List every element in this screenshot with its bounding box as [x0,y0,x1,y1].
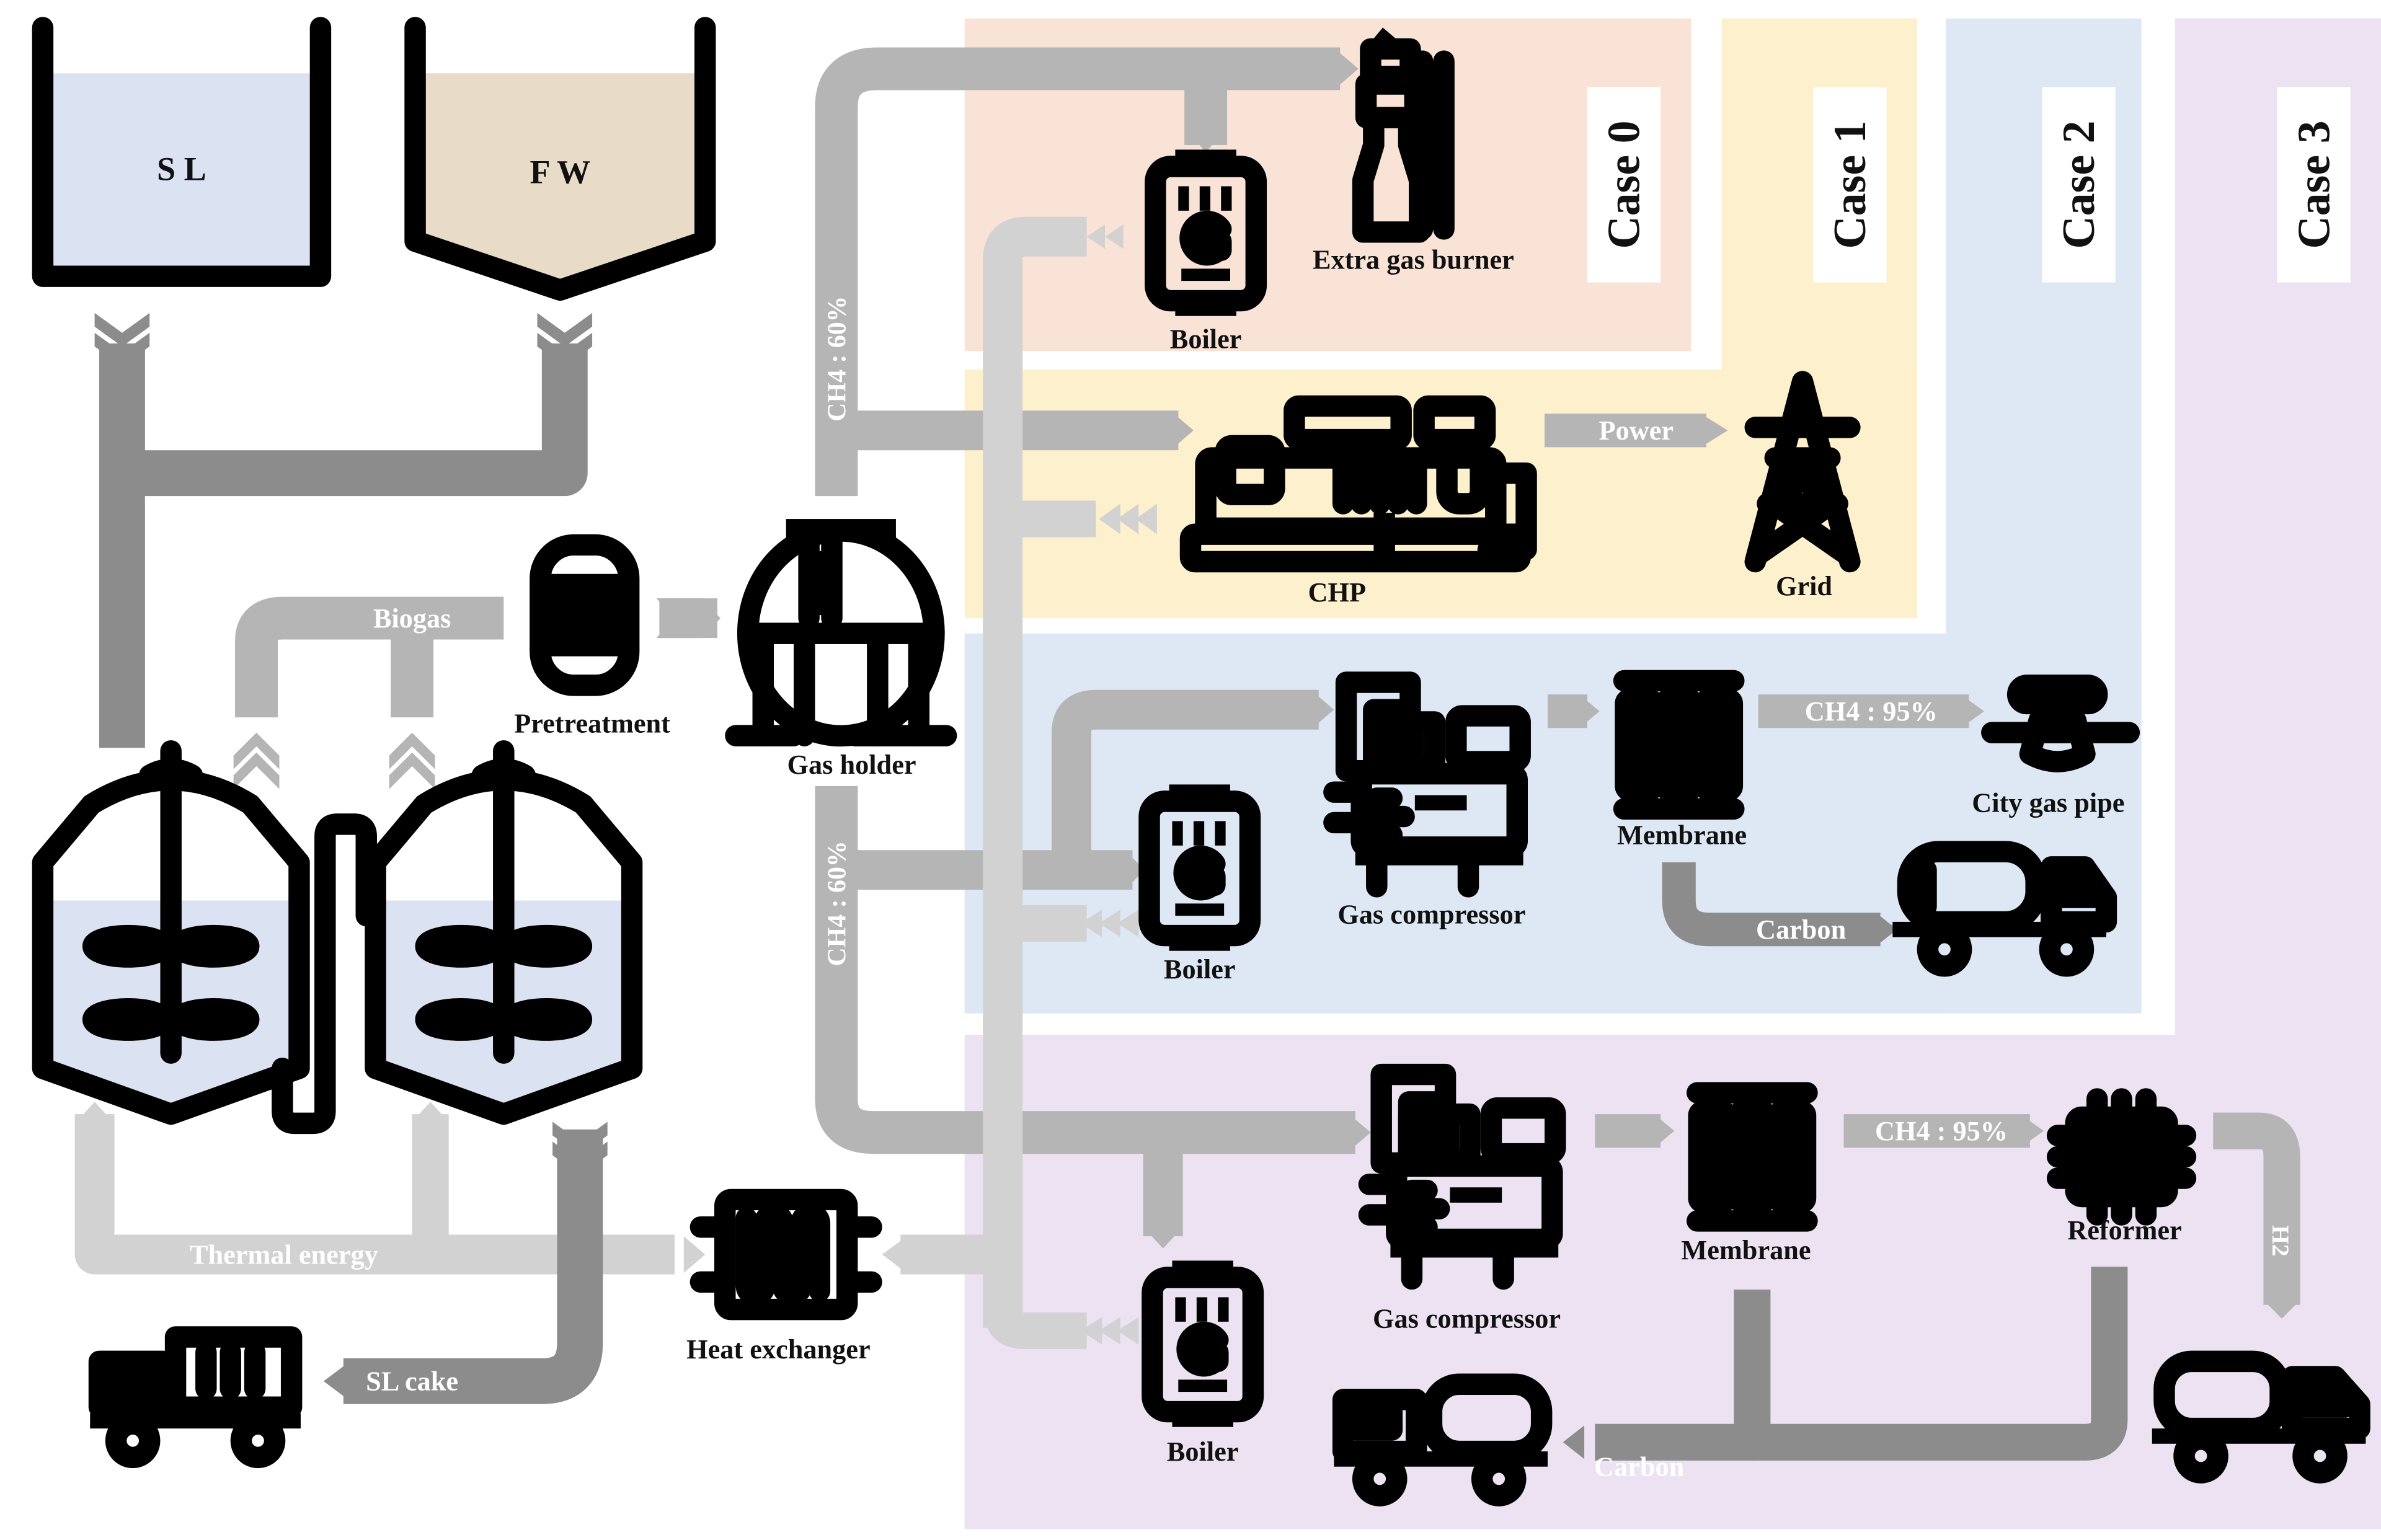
pretreatment-label: Pretreatment [514,709,670,739]
pretreatment-icon [530,534,640,696]
gas-holder-icon [725,519,957,747]
carbon-case2-label: Carbon [1756,914,1846,945]
gas-compressor-case2-label: Gas compressor [1337,899,1525,929]
extra-gas-burner-label: Extra gas burner [1313,244,1514,275]
city-gas-pipe-label: City gas pipe [1972,788,2124,818]
boiler-icon [1138,784,1261,951]
ch4-60-lower-label: CH4 : 60% [823,841,852,966]
case0-label: Case 0 [1598,120,1649,249]
tanker-truck-icon [1332,1373,1553,1507]
ch4-60-upper-label: CH4 : 60% [823,296,852,422]
heat-exchanger-icon [689,1188,882,1321]
return-chevrons [1068,224,1157,1345]
reformer-label: Reformer [2067,1215,2181,1246]
digester-connector [272,813,378,1135]
grid-label: Grid [1776,571,1832,601]
dump-truck-icon [88,1326,303,1469]
sl-tank: S L [32,17,332,287]
pipes [74,47,2300,1461]
boiler-case0-label: Boiler [1170,324,1242,354]
power-label: Power [1599,415,1674,446]
case3-label: Case 3 [2288,120,2339,249]
flow-chevrons [94,312,608,1175]
arrow-heads [76,50,2300,1459]
biogas-label: Biogas [373,603,451,634]
gas-compressor-icon [1323,671,1531,898]
chp-icon [1179,395,1537,573]
membrane-icon [1687,1082,1818,1232]
membrane-icon [1613,670,1745,820]
reformer-icon [2046,1088,2197,1226]
fw-tank: F W [404,17,716,301]
sl-tank-label: S L [157,151,206,188]
membrane-case2-label: Membrane [1617,820,1747,850]
digester-2 [365,740,643,1125]
boiler-case2-label: Boiler [1164,954,1236,985]
chp-label: CHP [1308,577,1367,608]
gas-valve-icon [1981,675,2140,772]
fw-tank-label: F W [530,154,591,191]
gas-compressor-icon [1358,1063,1566,1290]
transmission-tower-icon [1744,371,1861,573]
ch4-95-case3-label: CH4 : 95% [1875,1116,2008,1146]
carbon-case3-label: Carbon [1594,1451,1684,1482]
hydrogen-truck-icon [2152,1350,2370,1484]
boiler-icon [1142,1260,1264,1427]
gas-holder-label: Gas holder [787,750,916,780]
digester-1 [32,740,310,1125]
ch4-95-case2-label: CH4 : 95% [1805,696,1938,727]
boiler-icon [1145,149,1267,316]
case1-label: Case 1 [1824,120,1875,249]
case2-label: Case 2 [2053,120,2104,249]
gas-compressor-case3-label: Gas compressor [1373,1304,1561,1334]
tanker-truck-icon [1892,841,2117,977]
flare-stack-icon [1352,27,1455,243]
boiler-case3-label: Boiler [1167,1436,1239,1467]
heat-exchanger-label: Heat exchanger [686,1334,870,1365]
membrane-case3-label: Membrane [1681,1235,1811,1265]
h2-label: H2 [2267,1225,2294,1256]
case-labels: Case 0 Case 1 Case 2 Case 3 [1587,87,2351,283]
thermal-energy-label: Thermal energy [190,1239,378,1270]
sl-cake-label: SL cake [366,1366,458,1397]
biogas-chevrons [233,598,721,789]
